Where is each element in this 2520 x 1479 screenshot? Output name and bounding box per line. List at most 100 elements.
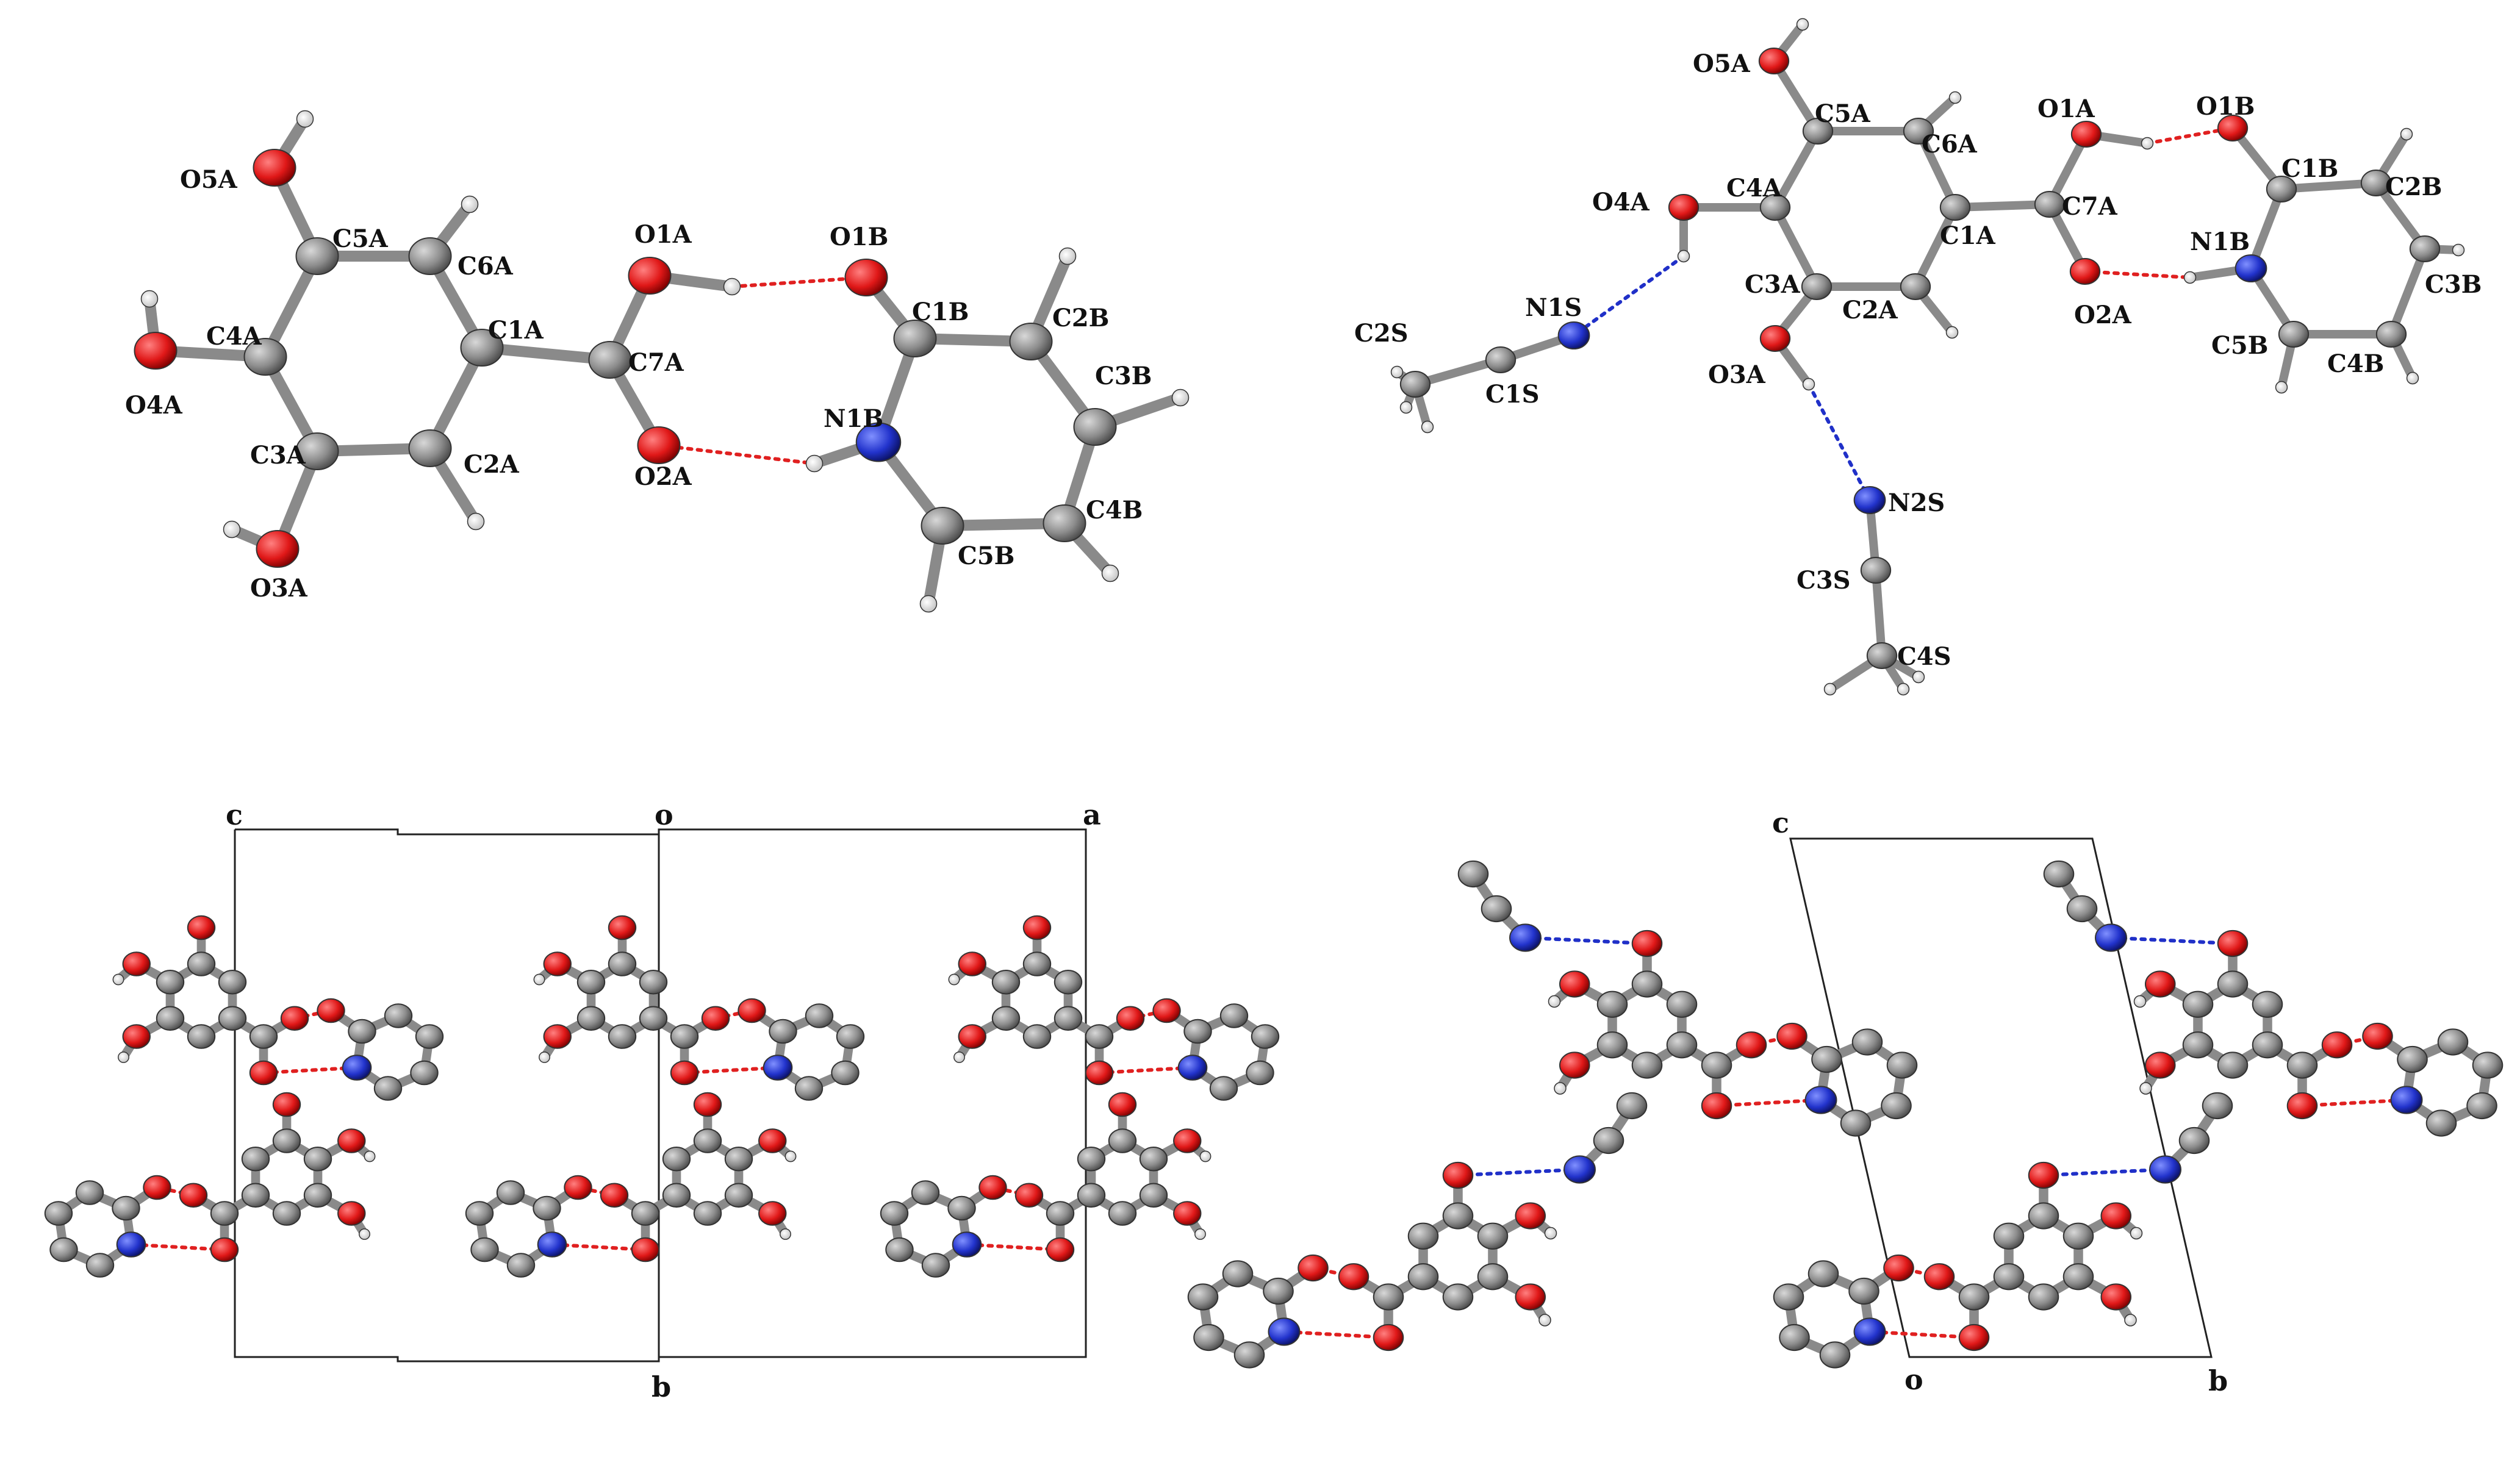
atom-label: C1B (912, 298, 969, 326)
oxygen-atom (249, 1060, 278, 1086)
nitrogen-atom (763, 1055, 793, 1081)
oxygen-atom (1736, 1031, 1767, 1059)
oxygen-atom (1668, 194, 1700, 221)
carbon-atom (112, 1195, 140, 1221)
atom-label: O2A (2074, 301, 2132, 329)
carbon-atom (1139, 1146, 1168, 1172)
carbon-atom (2062, 1263, 2094, 1291)
hydrogen-atom (1058, 247, 1077, 265)
hydrogen-bond (262, 1065, 359, 1075)
carbon-atom (1840, 1109, 1872, 1137)
carbon-atom (1900, 273, 1931, 300)
oxygen-atom (628, 257, 672, 295)
nitrogen-atom (1804, 1086, 1837, 1114)
oxygen-atom (1116, 1006, 1145, 1031)
carbon-atom (75, 1180, 104, 1205)
carbon-atom (1222, 1260, 1254, 1287)
hydrogen-atom (2139, 1082, 2152, 1095)
nitrogen-atom (2390, 1086, 2423, 1114)
atom-label: C7A (2062, 192, 2118, 221)
atom-label: C5A (1815, 99, 1871, 128)
carbon-atom (187, 951, 216, 976)
carbon-atom (2286, 1051, 2318, 1079)
carbon-atom (1759, 194, 1791, 221)
oxygen-atom (1298, 1254, 1329, 1282)
oxygen-atom (1776, 1022, 1807, 1050)
hydrogen-atom (1554, 1082, 1567, 1095)
hydrogen-bond (1282, 1330, 1390, 1339)
bond (1772, 128, 1821, 210)
atom-label: C2S (1354, 319, 1409, 348)
nitrogen-atom (116, 1231, 146, 1258)
oxygen-atom (1373, 1323, 1404, 1352)
carbon-atom (1881, 1092, 1912, 1120)
hydrogen-atom (296, 110, 314, 128)
oxygen-atom (978, 1175, 1007, 1200)
carbon-atom (1054, 1006, 1083, 1031)
carbon-atom (1593, 1126, 1624, 1155)
atom-label: N2S (1888, 489, 1945, 517)
oxygen-atom (738, 998, 766, 1023)
hydrogen-atom (2452, 243, 2465, 257)
carbon-atom (2217, 970, 2249, 998)
carbon-atom (460, 329, 504, 367)
carbon-atom (2425, 1109, 2457, 1137)
carbon-atom (1811, 1045, 1842, 1073)
atom-label: O5A (1693, 49, 1751, 78)
bond (1772, 204, 1820, 290)
carbon-atom (724, 1183, 753, 1208)
hydrogen-atom (461, 195, 479, 213)
carbon-atom (241, 1146, 270, 1172)
carbon-atom (1485, 346, 1517, 373)
atom-label: N1B (2190, 227, 2250, 256)
hydrogen-atom (112, 973, 124, 986)
hydrogen-atom (1548, 995, 1561, 1008)
atom-label: O5A (180, 165, 238, 194)
carbon-atom (348, 1019, 376, 1044)
hydrogen-atom (223, 520, 241, 539)
carbon-atom (991, 969, 1021, 995)
bond (1873, 567, 1885, 659)
carbon-atom (1477, 1222, 1509, 1250)
oxygen-atom (1923, 1263, 1955, 1291)
hydrogen-atom (2124, 1314, 2137, 1327)
oxygen-atom (758, 1128, 787, 1153)
carbon-atom (1666, 1031, 1698, 1059)
carbon-atom (2266, 176, 2297, 202)
oxygen-atom (1701, 1092, 1732, 1120)
oxygen-atom (693, 1092, 722, 1117)
carbon-atom (1807, 1260, 1839, 1287)
hydrogen-bond (657, 443, 816, 465)
carbon-atom (1022, 1024, 1052, 1049)
oxygen-atom (631, 1237, 660, 1262)
oxygen-atom (1442, 1161, 1474, 1189)
atom-label: C2A (464, 450, 520, 479)
carbon-atom (241, 1183, 270, 1208)
carbon-atom (662, 1183, 691, 1208)
nitrogen-atom (1563, 1155, 1596, 1184)
carbon-atom (724, 1146, 753, 1172)
hydrogen-atom (1544, 1227, 1557, 1240)
hydrogen-atom (1421, 420, 1434, 434)
atom-label: C5A (332, 224, 389, 253)
atom-label: C1S (1485, 380, 1540, 409)
carbon-atom (2034, 191, 2066, 218)
hydrogen-atom (1823, 682, 1837, 696)
oxygen-atom (1759, 325, 1791, 352)
hydrogen-atom (364, 1150, 376, 1162)
carbon-atom (670, 1024, 699, 1049)
atom-label: C2A (1842, 296, 1898, 324)
bond (2388, 246, 2428, 337)
oxygen-atom (210, 1237, 239, 1262)
nitrogen-atom (2095, 923, 2127, 952)
axis-label-origin: o (1904, 1363, 1923, 1396)
carbon-atom (533, 1195, 561, 1221)
atom-label: C3A (1745, 270, 1801, 299)
carbon-atom (1077, 1146, 1106, 1172)
oxygen-atom (1173, 1128, 1202, 1153)
hydrogen-atom (2133, 995, 2147, 1008)
axis-label-origin: o (655, 798, 673, 831)
carbon-atom (893, 320, 937, 357)
carbon-atom (2252, 990, 2283, 1018)
carbon-atom (2202, 1092, 2233, 1120)
